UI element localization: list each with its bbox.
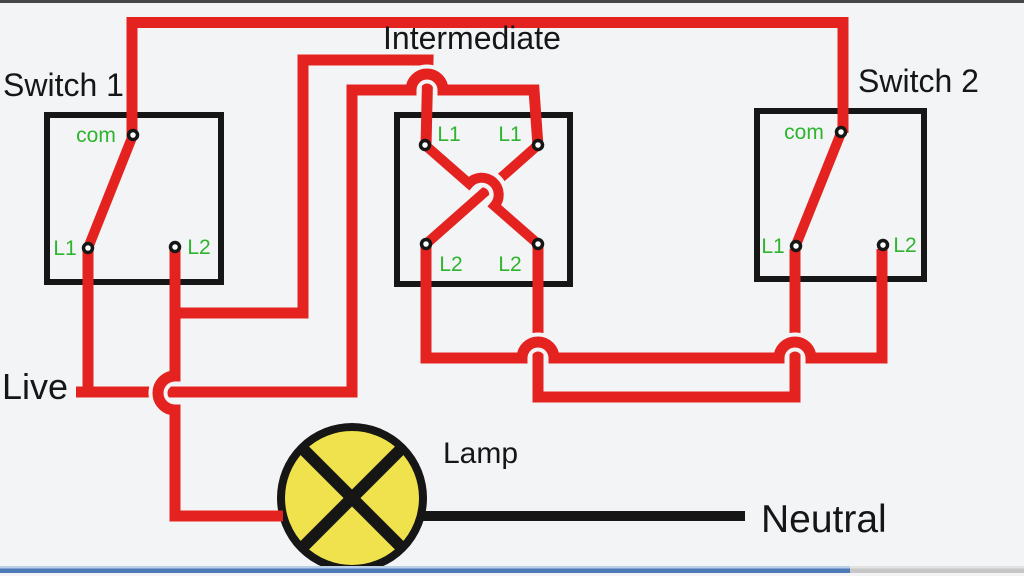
switch2-l1-label: L1 bbox=[761, 235, 784, 258]
lamp-cross-icon bbox=[298, 444, 406, 552]
switch1-l2-terminal bbox=[168, 240, 182, 254]
neutral-label: Neutral bbox=[761, 498, 887, 541]
intermediate-l1-top-right-terminal bbox=[531, 138, 545, 152]
top-border-band bbox=[0, 0, 1024, 3]
progress-track-remaining[interactable] bbox=[850, 568, 1024, 574]
switch2-arm bbox=[791, 131, 846, 247]
switch2-com-label: com bbox=[784, 121, 824, 144]
intermediate-strap-straight bbox=[422, 141, 542, 248]
progress-played-highlight bbox=[0, 566, 850, 569]
switch2-l1-terminal bbox=[789, 239, 803, 253]
switch2-l2-label: L2 bbox=[893, 234, 916, 257]
intermediate-l2-bottom-left-terminal bbox=[419, 237, 433, 251]
switch1-l1-label: L1 bbox=[53, 237, 76, 260]
switch1-title: Switch 1 bbox=[3, 67, 124, 103]
intermediate-l2-bottom-right-terminal bbox=[531, 237, 545, 251]
intermediate-switch-box bbox=[394, 112, 573, 287]
switch1-com-label: com bbox=[76, 124, 116, 147]
switch2-l2-terminal bbox=[876, 238, 890, 252]
intermediate-l1-top-left-label: L1 bbox=[437, 123, 460, 146]
switch1-arm bbox=[83, 133, 138, 250]
wire-switch1-l2-to-lamp bbox=[152, 249, 283, 522]
intermediate-l1-top-left-terminal bbox=[418, 138, 432, 152]
switch1-l2-label: L2 bbox=[187, 236, 210, 259]
lamp-label: Lamp bbox=[443, 437, 518, 470]
wire-live-to-intermediate-l1-right bbox=[76, 68, 544, 398]
switch2-title: Switch 2 bbox=[858, 63, 979, 99]
switch2-com-terminal bbox=[834, 125, 848, 139]
intermediate-l2-bottom-right-label: L2 bbox=[498, 253, 521, 276]
wire-intermediate-l2-right-to-switch2-l1 bbox=[532, 244, 801, 403]
video-progress-bar[interactable] bbox=[0, 566, 1024, 573]
progress-played[interactable] bbox=[0, 568, 850, 574]
intermediate-l2-bottom-left-label: L2 bbox=[439, 253, 462, 276]
wire-switch1-com-to-switch2-com bbox=[126, 17, 849, 139]
switch1-l1-terminal bbox=[81, 241, 95, 255]
wire-switch1-l2-branch-to-intermediate-l1-left bbox=[172, 54, 434, 319]
intermediate-l1-top-right-label: L1 bbox=[498, 123, 521, 146]
live-label: Live bbox=[2, 366, 68, 407]
switch1-com-terminal bbox=[126, 128, 140, 142]
diagram-title: Intermediate bbox=[383, 20, 561, 56]
intermediate-strap-hop bbox=[421, 141, 542, 248]
wire-intermediate-l2-left-to-switch2-l2 bbox=[420, 244, 888, 364]
